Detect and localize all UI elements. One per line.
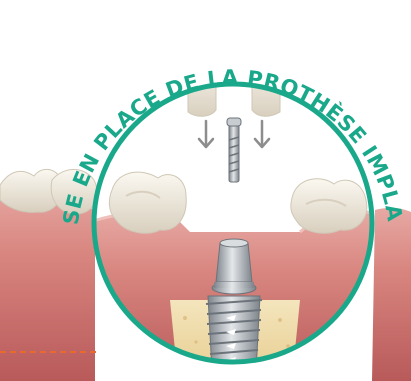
left-tooth xyxy=(109,172,186,233)
retaining-screw xyxy=(227,118,241,182)
right-outer-teeth xyxy=(372,208,411,381)
right-tooth xyxy=(291,179,367,233)
